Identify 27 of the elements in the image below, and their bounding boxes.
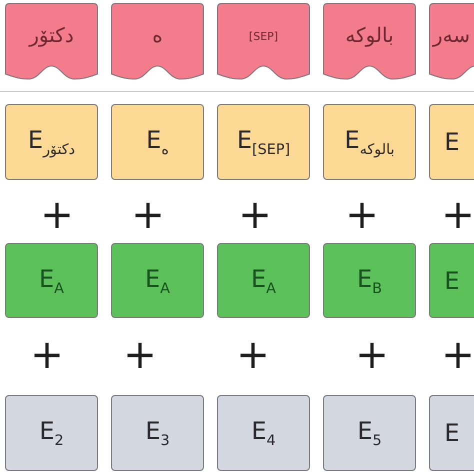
token-embedding-box: E$_{[SEP]}$ xyxy=(217,104,310,180)
position-embedding-box: E$_{3}$ xyxy=(111,395,204,471)
token-box: بالوكه xyxy=(323,3,416,80)
plus-sign: + xyxy=(40,195,74,235)
token-box: [SEP] xyxy=(217,3,310,80)
plus-sign: + xyxy=(238,195,272,235)
plus-sign: + xyxy=(131,195,165,235)
position-embedding-box: E$_{5}$ xyxy=(323,395,416,471)
segment-embedding-box: E$_{A}$ xyxy=(5,243,98,318)
token-box: دكتۆر xyxy=(5,3,98,80)
plus-sign: + xyxy=(355,335,389,375)
token-box: سەر xyxy=(429,3,474,80)
plus-sign: + xyxy=(123,335,157,375)
plus-sign: + xyxy=(345,195,379,235)
plus-sign: + xyxy=(30,335,64,375)
position-embedding-box: E$_{2}$ xyxy=(5,395,98,471)
plus-sign: + xyxy=(236,335,270,375)
position-embedding-box: E$_{4}$ xyxy=(217,395,310,471)
plus-sign: + xyxy=(441,335,474,375)
segment-embedding-box: E$_{A}$ xyxy=(111,243,204,318)
segment-embedding-box: E$_{B}$ xyxy=(323,243,416,318)
plus-sign: + xyxy=(441,195,474,235)
segment-embedding-box: E$_{A}$ xyxy=(217,243,310,318)
token-embedding-box: E xyxy=(429,104,474,180)
token-box: ه xyxy=(111,3,204,80)
segment-embedding-box: E xyxy=(429,243,474,318)
position-embedding-box: E xyxy=(429,395,474,471)
